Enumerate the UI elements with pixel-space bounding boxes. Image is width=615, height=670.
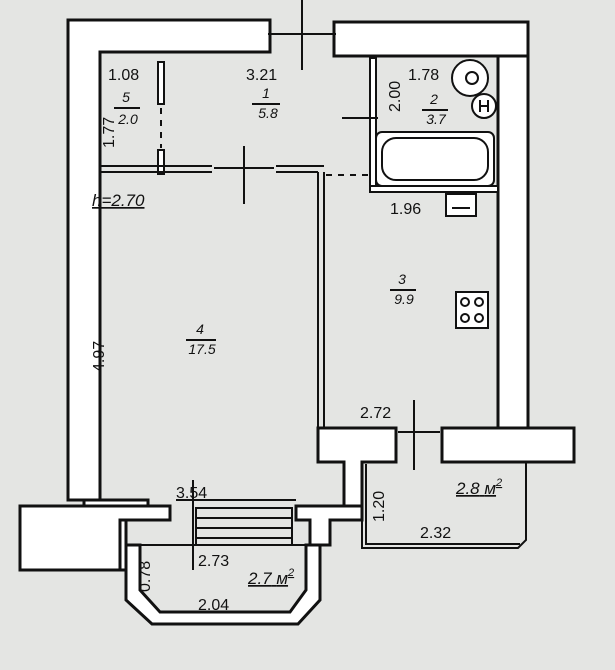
- dimension-label: 1.20: [371, 491, 388, 522]
- room-label-4: 4 17.5: [186, 321, 216, 357]
- stove-burner-1: [460, 297, 470, 307]
- dimension-label: 4.97: [91, 341, 108, 372]
- room-number: 4: [196, 321, 204, 337]
- balcony-area-right: 2.8 м2: [455, 477, 502, 498]
- partition-hall-room4: [100, 165, 324, 173]
- dimension-label: 3.54: [176, 485, 207, 502]
- dimension-label: 2.32: [420, 525, 451, 542]
- dimension-label: 2.04: [198, 597, 229, 614]
- room-label-3: 3 9.9: [390, 271, 416, 307]
- dimension-label: 1.96: [390, 201, 421, 218]
- outer-wall: [18, 18, 272, 572]
- room-area: 5.8: [258, 105, 278, 121]
- room-label-2: 2 3.7: [422, 91, 448, 127]
- partition-room4-room3: [317, 172, 325, 428]
- partition-room5-right: [157, 61, 165, 105]
- room-area: 17.5: [188, 341, 215, 357]
- balcony-left-stairs: [195, 507, 293, 546]
- room-label-5: 5 2.0: [114, 89, 140, 127]
- loggia-outline-inner: [365, 464, 520, 545]
- balcony-area-left: 2.7 м2: [247, 567, 294, 588]
- room-number: 5: [122, 89, 130, 105]
- exterior-wall-right: [496, 54, 530, 430]
- dimension-label: 1.08: [108, 67, 139, 84]
- exterior-wall-bottom-right: [294, 504, 364, 547]
- partition-room5-bottom: [157, 149, 165, 175]
- room-number: 2: [429, 91, 438, 107]
- dimension-label: 3.21: [246, 67, 277, 84]
- exterior-wall-right-lower: [440, 426, 576, 464]
- stove-burner-2: [474, 297, 484, 307]
- toilet-seat-mark: [479, 100, 489, 112]
- room-area: 3.7: [426, 111, 447, 127]
- room-number: 1: [262, 85, 270, 101]
- dimension-label: 2.73: [198, 553, 229, 570]
- stove-burner-3: [460, 313, 470, 323]
- dimension-label: 1.78: [408, 67, 439, 84]
- washbasin-icon: [451, 59, 489, 97]
- exterior-wall-bottom-left: [18, 504, 172, 572]
- room-number: 3: [398, 271, 406, 287]
- dimension-label: 2.72: [360, 405, 391, 422]
- bathtub-inner: [381, 137, 489, 181]
- stove-icon: [455, 291, 489, 329]
- room-area: 9.9: [394, 291, 414, 307]
- dimension-label: 0.78: [137, 561, 154, 592]
- loggia-outline: [361, 462, 527, 549]
- kitchen-sink-icon: [445, 193, 477, 217]
- ceiling-height: h=2.70: [92, 191, 145, 210]
- dimension-label: 1.77: [101, 117, 118, 148]
- room-area: 2.0: [117, 111, 138, 127]
- washbasin-drain: [465, 71, 479, 85]
- room4-bottom-wall: [83, 499, 296, 506]
- bathtub: [375, 131, 495, 187]
- stove-burner-4: [474, 313, 484, 323]
- exterior-wall-left: [66, 18, 272, 502]
- dimension-label: 2.00: [387, 81, 404, 112]
- room-label-1: 1 5.8: [252, 85, 280, 121]
